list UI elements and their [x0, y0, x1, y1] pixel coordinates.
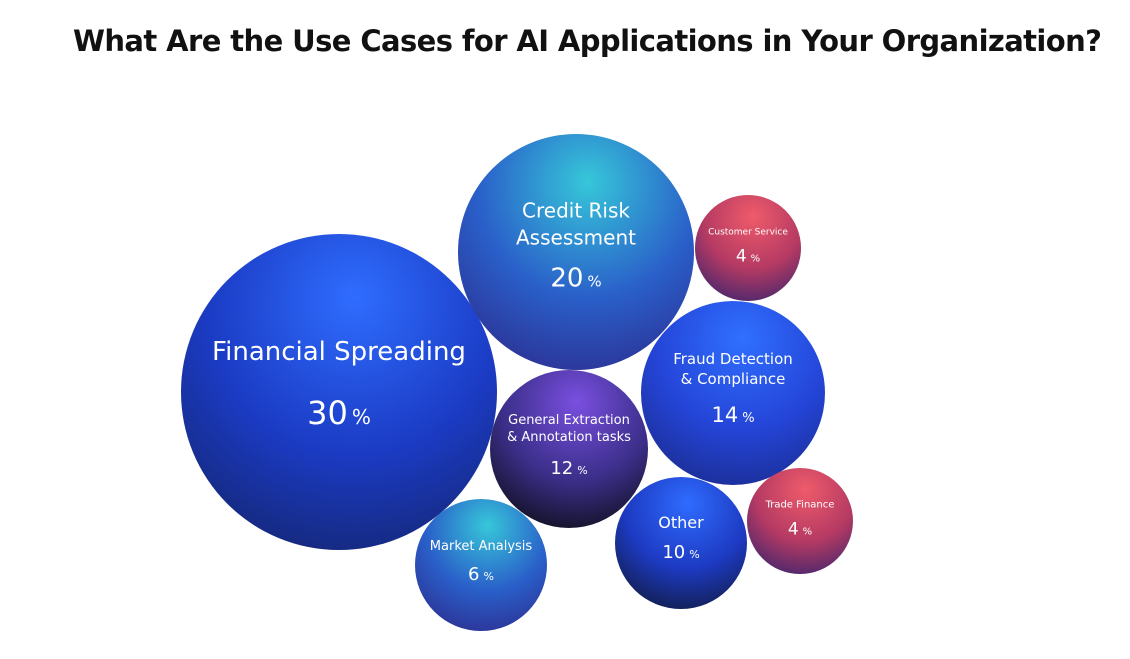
bubble-label-trade-finance: Trade Finance — [765, 500, 835, 511]
bubble-value-fraud-detection-compliance: 14% — [711, 403, 754, 427]
bubble-fraud-detection-compliance: Fraud Detection & Compliance 14% — [641, 301, 825, 485]
bubble-label-financial-spreading: Financial Spreading — [212, 337, 466, 367]
bubble-value-trade-finance: 4% — [788, 520, 812, 540]
bubble-value-credit-risk-assessment: 20% — [550, 264, 601, 294]
bubble-value-number: 14 — [711, 403, 738, 427]
bubble-label-general-extraction-annotation: General Extraction — [508, 413, 630, 428]
bubble-circle-market-analysis — [415, 499, 547, 631]
bubble-label-general-extraction-annotation: & Annotation tasks — [507, 430, 631, 445]
bubble-label-credit-risk-assessment: Assessment — [516, 226, 636, 250]
bubble-customer-service: Customer Service 4% — [695, 195, 801, 301]
bubble-value-unit: % — [803, 527, 813, 538]
bubble-other: Other 10% — [615, 477, 747, 609]
bubble-circle-other — [615, 477, 747, 609]
bubble-trade-finance: Trade Finance 4% — [747, 468, 853, 574]
bubble-circle-general-extraction-annotation — [490, 370, 648, 528]
bubble-value-customer-service: 4% — [736, 247, 760, 267]
chart-title: What Are the Use Cases for AI Applicatio… — [73, 24, 1102, 58]
bubble-value-unit: % — [751, 254, 761, 265]
bubble-label-credit-risk-assessment: Credit Risk — [522, 199, 630, 223]
bubble-value-market-analysis: 6% — [468, 564, 494, 585]
bubble-value-unit: % — [587, 273, 601, 291]
bubble-value-number: 4 — [788, 520, 799, 540]
bubble-label-fraud-detection-compliance: Fraud Detection — [673, 350, 793, 368]
bubble-value-unit: % — [577, 464, 587, 477]
bubble-value-financial-spreading: 30% — [307, 394, 371, 432]
bubble-value-number: 10 — [662, 542, 685, 563]
bubble-value-other: 10% — [662, 542, 699, 563]
bubble-market-analysis: Market Analysis 6% — [415, 499, 547, 631]
bubble-label-fraud-detection-compliance: & Compliance — [681, 370, 786, 388]
bubble-value-unit: % — [352, 405, 371, 429]
bubble-value-number: 12 — [550, 458, 573, 479]
bubble-value-number: 30 — [307, 394, 348, 432]
bubble-value-unit: % — [484, 570, 494, 583]
bubble-circle-financial-spreading — [181, 234, 497, 550]
bubble-value-number: 6 — [468, 564, 479, 585]
bubble-circle-customer-service — [695, 195, 801, 301]
bubble-circle-credit-risk-assessment — [458, 134, 694, 370]
bubble-label-other: Other — [658, 513, 704, 532]
bubble-label-market-analysis: Market Analysis — [430, 539, 533, 554]
bubble-general-extraction-annotation: General Extraction & Annotation tasks 12% — [490, 370, 648, 528]
bubble-circle-fraud-detection-compliance — [641, 301, 825, 485]
bubble-value-number: 20 — [550, 264, 583, 294]
bubble-financial-spreading: Financial Spreading 30% — [181, 234, 497, 550]
bubble-value-general-extraction-annotation: 12% — [550, 458, 587, 479]
bubble-value-number: 4 — [736, 247, 747, 267]
bubble-value-unit: % — [689, 548, 699, 561]
bubble-label-customer-service: Customer Service — [708, 228, 788, 238]
bubble-circle-trade-finance — [747, 468, 853, 574]
bubble-value-unit: % — [742, 411, 754, 426]
